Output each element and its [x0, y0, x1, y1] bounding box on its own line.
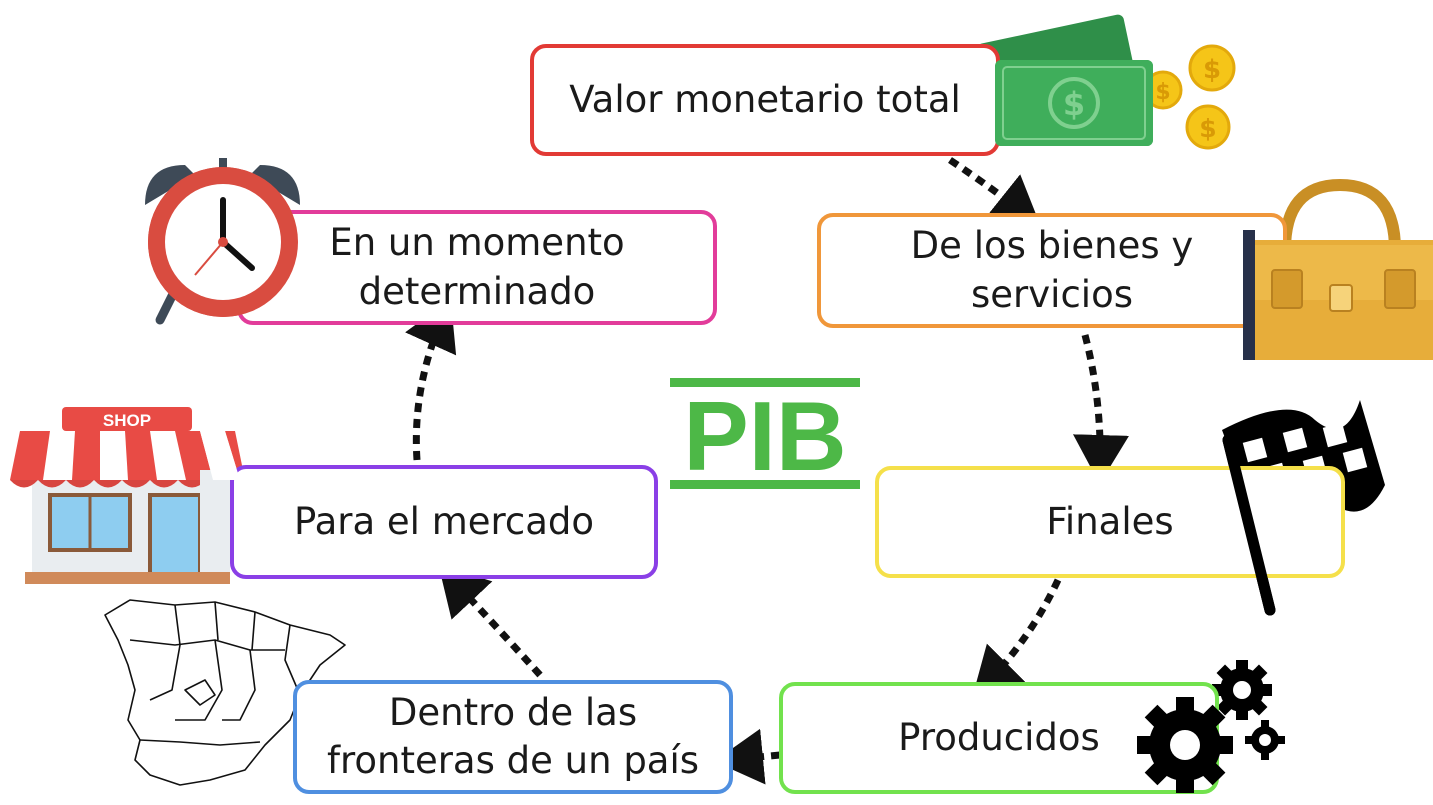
step-mercado: Para el mercado — [230, 465, 658, 579]
arrow-valor-to-bienes — [948, 157, 1041, 227]
svg-text:$: $ — [1199, 114, 1216, 143]
arrow-fronteras-to-mercado — [438, 564, 543, 678]
step-bienes-servicios: De los bienes y servicios — [817, 213, 1287, 328]
step-label: Producidos — [898, 715, 1100, 759]
svg-text:$: $ — [1063, 85, 1085, 123]
step-label: Dentro de las fronteras de un país — [326, 690, 700, 782]
pib-logo: PIB — [670, 378, 860, 491]
step-label: Para el mercado — [293, 499, 595, 543]
pib-logo-top-bar — [670, 378, 860, 387]
step-producidos: Producidos — [779, 682, 1219, 794]
step-label: Finales — [1046, 499, 1174, 543]
step-label: Valor monetario total — [569, 77, 961, 121]
step-finales: Finales — [875, 466, 1345, 578]
svg-text:$: $ — [1203, 55, 1221, 85]
arrow-bienes-to-finales — [1073, 334, 1129, 484]
arrow-mercado-to-momento — [405, 299, 457, 461]
step-label: En un momento determinado — [329, 221, 625, 313]
step-momento: En un momento determinado — [237, 210, 717, 325]
pib-logo-text: PIB — [683, 381, 846, 491]
arrow-producidos-to-fronteras — [714, 728, 781, 785]
step-valor-monetario: Valor monetario total — [530, 44, 1000, 156]
step-fronteras: Dentro de las fronteras de un país — [293, 680, 733, 794]
shop-icon: SHOP — [10, 407, 245, 584]
step-label: De los bienes y servicios — [910, 224, 1194, 316]
pib-logo-bottom-bar — [670, 480, 860, 489]
shop-sign-text: SHOP — [103, 411, 151, 430]
money-icon: $ $ $ $ — [976, 14, 1236, 150]
svg-text:$: $ — [1155, 80, 1170, 105]
arrow-finales-to-producidos — [972, 578, 1062, 698]
